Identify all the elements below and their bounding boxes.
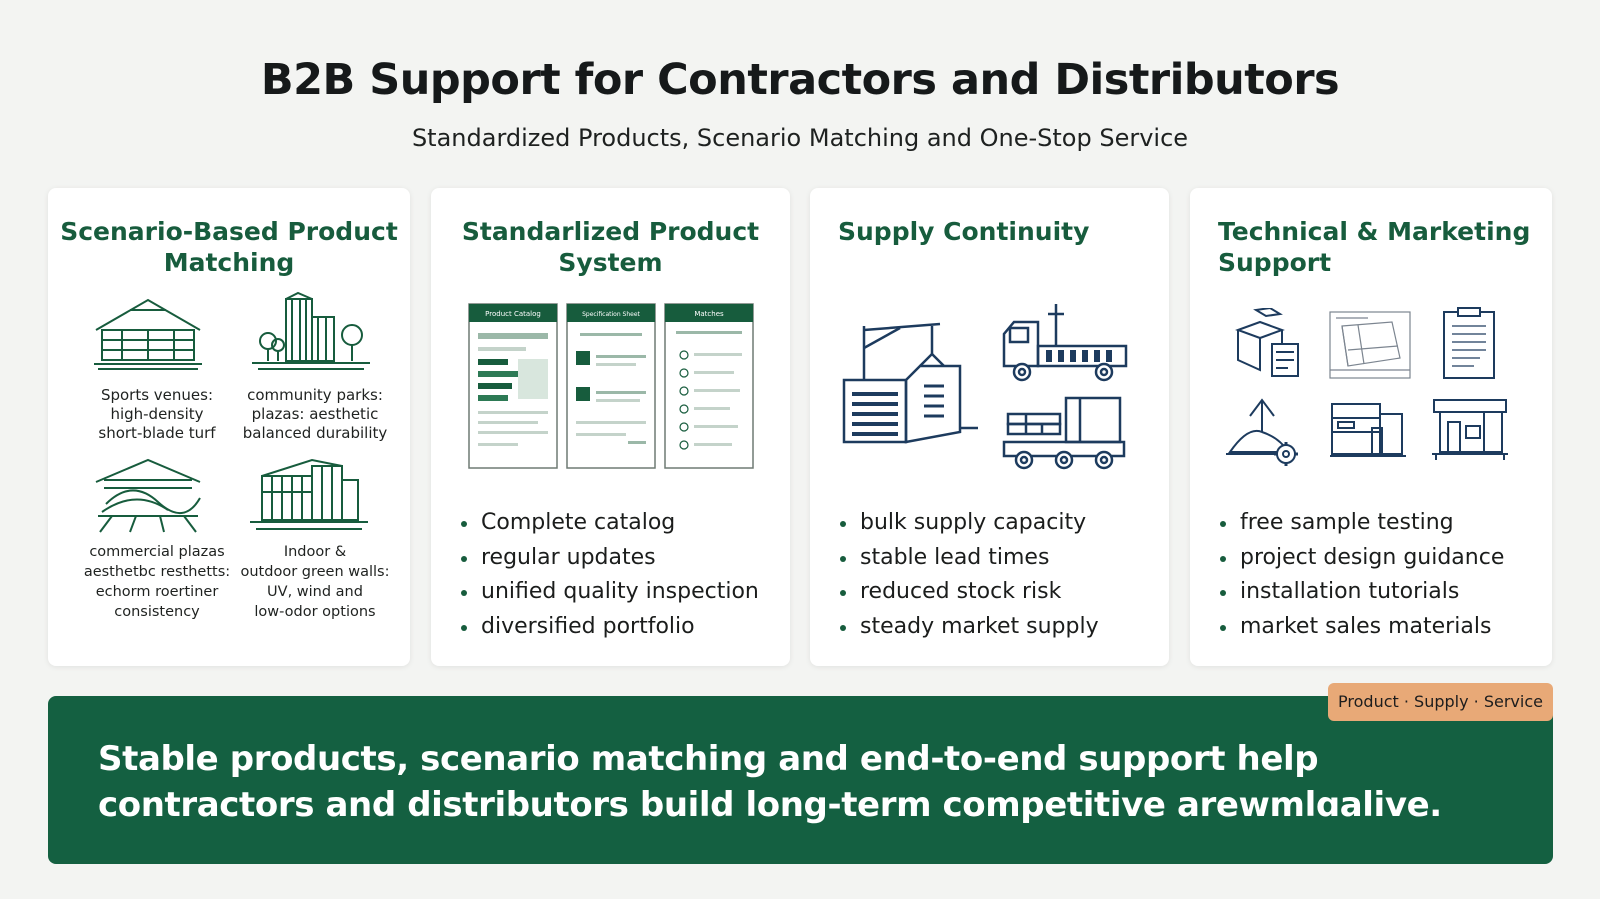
list-item: Complete catalog [459,506,759,541]
green-wall-building-icon [246,456,372,534]
sample-boxes-icon [1232,308,1304,380]
svg-text:Specification Sheet: Specification Sheet [582,311,640,318]
stadium-icon [92,296,204,372]
bullet-list: Complete catalog regular updates unified… [459,506,759,644]
banner-text: Stable products, scenario matching and e… [98,739,1442,825]
list-item: free sample testing [1218,506,1504,541]
card-scenario-matching: Scenario-Based Product Matching Sports v… [48,188,410,666]
checklist-sheet-icon: Matches [664,303,754,469]
list-item: steady market supply [838,610,1099,645]
card-technical-marketing-support: Technical & Marketing Support [1190,188,1552,666]
list-item: reduced stock risk [838,575,1099,610]
list-item: installation tutorials [1218,575,1504,610]
list-item: project design guidance [1218,541,1504,576]
svg-text:Matches: Matches [694,310,724,318]
installation-panels-icon [1328,400,1408,460]
plaza-canopy-icon [92,458,204,534]
svg-text:Product Catalog: Product Catalog [485,310,541,318]
page-subtitle: Standardized Products, Scenario Matching… [411,124,1189,152]
summary-banner: Stable products, scenario matching and e… [48,696,1553,864]
catalog-sheet-icon: Product Catalog [468,303,558,469]
list-item: bulk supply capacity [838,506,1099,541]
list-item: unified quality inspection [459,575,759,610]
storefront-icon [1430,396,1510,462]
blueprint-icon [1328,310,1412,380]
card-title: Standarlized Product System [461,217,760,277]
upload-gear-icon [1222,396,1302,466]
scenario-label: community parks: plazas: aesthetic balan… [242,386,388,442]
card-supply-continuity: Supply Continuity [810,188,1169,666]
park-buildings-icon [248,291,374,373]
list-item: diversified portfolio [459,610,759,645]
scenario-label: Sports venues: high-density short-blade … [98,386,216,442]
list-item: market sales materials [1218,610,1504,645]
bullet-list: bulk supply capacity stable lead times r… [838,506,1099,644]
warehouse-crane-icon [840,320,980,448]
scenario-label: commercial plazas aesthetbc resthetts: e… [83,544,231,620]
card-title: Technical & Marketing Support [1218,217,1531,277]
card-title: Supply Continuity [838,217,1090,246]
scenario-label: Indoor & outdoor green walls: UV, wind a… [240,544,390,620]
clipboard-icon [1440,306,1498,382]
product-supply-service-badge: Product · Supply · Service [1328,683,1553,721]
page-title: B2B Support for Contractors and Distribu… [260,55,1340,105]
card-title: Scenario-Based Product Matching [60,217,398,277]
list-item: stable lead times [838,541,1099,576]
bullet-list: free sample testing project design guida… [1218,506,1504,644]
list-item: regular updates [459,541,759,576]
forklift-cart-icon [1000,394,1130,472]
catalog-sheet-icon: Specification Sheet [566,303,656,469]
truck-icon [1000,300,1130,384]
card-standardized-product-system: Standarlized Product System Product Cata… [431,188,790,666]
